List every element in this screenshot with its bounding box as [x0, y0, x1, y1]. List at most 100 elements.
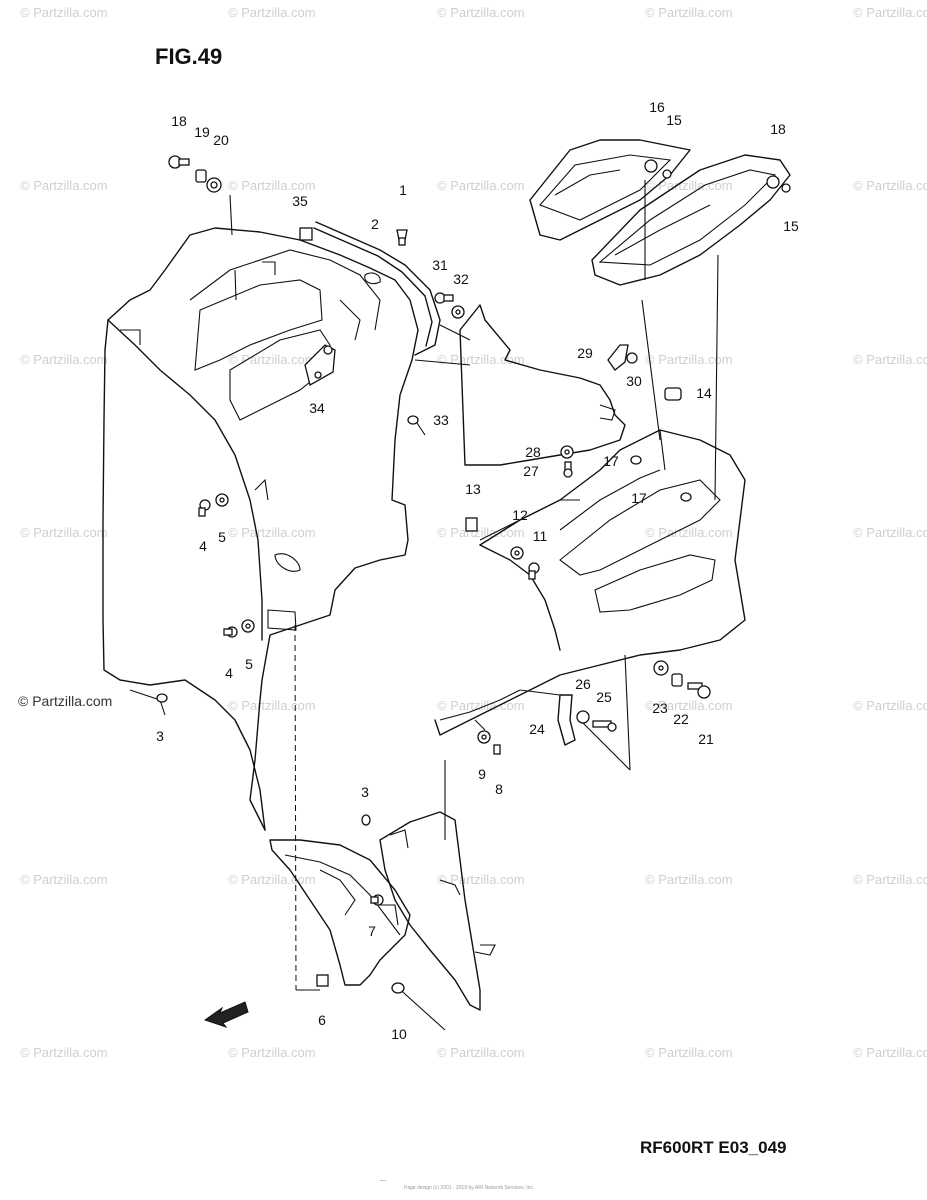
screw-27-icon — [563, 461, 573, 478]
fine-print: — — [380, 1178, 386, 1184]
callout-35: 35 — [292, 193, 308, 209]
watermark: © Partzilla.com — [437, 872, 525, 887]
watermark: © Partzilla.com — [228, 178, 316, 193]
watermark: © Partzilla.com — [20, 1045, 108, 1060]
diagram-reference-code: RF600RT E03_049 — [640, 1138, 787, 1157]
callout-5: 5 — [245, 656, 253, 672]
bracket-29-icon — [607, 344, 629, 371]
bracket-24 — [557, 694, 576, 746]
screw-4-icon — [198, 499, 211, 517]
watermark: © Partzilla.com — [853, 872, 927, 887]
upper-duct-panels — [529, 139, 791, 286]
grommet-18-icon — [766, 175, 780, 189]
callout-6: 6 — [318, 1012, 326, 1028]
grommet-5-icon — [215, 493, 229, 507]
watermark: © Partzilla.com — [437, 352, 525, 367]
callout-15: 15 — [783, 218, 799, 234]
bracket-34-icon — [304, 344, 336, 386]
clip-3-icon — [156, 693, 168, 703]
watermark: © Partzilla.com — [228, 1045, 316, 1060]
callout-3: 3 — [361, 784, 369, 800]
screw-15-icon — [662, 169, 672, 179]
center-inner-panel — [459, 304, 626, 466]
lower-left-panel — [269, 839, 411, 986]
watermark: © Partzilla.com — [853, 1045, 927, 1060]
bolt-18-icon — [168, 155, 190, 169]
screw-11-icon — [528, 562, 540, 580]
clip-33-icon — [407, 415, 419, 425]
screw-25-icon — [592, 720, 617, 732]
collar-22-icon — [671, 673, 683, 687]
figure-title: FIG.49 — [155, 44, 223, 69]
watermark: © Partzilla.com — [645, 178, 733, 193]
callout-10: 10 — [391, 1026, 407, 1042]
watermark: © Partzilla.com — [20, 352, 108, 367]
grommet-28-icon — [560, 445, 574, 459]
callout-4: 4 — [199, 538, 207, 554]
watermark: © Partzilla.com — [437, 178, 525, 193]
leader-lines — [129, 180, 719, 1031]
copyright-fine-print: Page design (c) 2001 - 2019 by ARI Netwo… — [404, 1185, 535, 1191]
grommet-12-icon — [510, 546, 524, 560]
watermark: © Partzilla.com — [228, 698, 316, 713]
callout-23: 23 — [652, 700, 668, 716]
watermark: © Partzilla.com — [645, 352, 733, 367]
clip-10-icon — [391, 982, 405, 994]
callout-18: 18 — [171, 113, 187, 129]
callout-25: 25 — [596, 689, 612, 705]
callout-24: 24 — [529, 721, 545, 737]
watermark: © Partzilla.com — [645, 5, 733, 20]
grommet-20-icon — [206, 177, 222, 193]
callout-20: 20 — [213, 132, 229, 148]
screw-7-icon — [370, 894, 384, 906]
callout-1: 1 — [399, 182, 407, 198]
callout-26: 26 — [575, 676, 591, 692]
callout-19: 19 — [194, 124, 210, 140]
callout-14: 14 — [696, 385, 712, 401]
collar-19-icon — [195, 169, 207, 183]
inner-trim-strip — [313, 221, 441, 356]
callout-34: 34 — [309, 400, 325, 416]
grommet-23-icon — [653, 660, 669, 676]
bolt-21-icon — [687, 682, 711, 699]
callout-8: 8 — [495, 781, 503, 797]
callout-29: 29 — [577, 345, 593, 361]
callout-31: 31 — [432, 257, 448, 273]
callout-17: 17 — [603, 453, 619, 469]
watermark: © Partzilla.com — [20, 5, 108, 20]
watermark: © Partzilla.com — [645, 698, 733, 713]
clip-3-icon — [361, 814, 371, 826]
callout-12: 12 — [512, 507, 528, 523]
callout-15: 15 — [666, 112, 682, 128]
callout-32: 32 — [453, 271, 469, 287]
grommet-16-icon — [644, 159, 658, 173]
grommet-5-icon — [241, 619, 255, 633]
callout-27: 27 — [523, 463, 539, 479]
watermark: © Partzilla.com — [20, 872, 108, 887]
nut-13-icon — [465, 517, 478, 532]
watermark: © Partzilla.com — [437, 1045, 525, 1060]
screw-1-icon — [396, 229, 408, 246]
watermark: © Partzilla.com — [853, 178, 927, 193]
grommet-9-icon — [477, 730, 491, 744]
watermark: © Partzilla.com — [853, 698, 927, 713]
screw-31-icon — [434, 292, 454, 304]
callout-18: 18 — [770, 121, 786, 137]
grommet-26-icon — [576, 710, 590, 724]
clip-17-icon — [680, 492, 692, 502]
left-side-cowling-panel — [102, 227, 419, 831]
watermark-emphasized: © Partzilla.com — [18, 693, 113, 709]
watermark: © Partzilla.com — [228, 5, 316, 20]
fasteners — [156, 155, 791, 994]
watermark: © Partzilla.com — [853, 525, 927, 540]
watermark: © Partzilla.com — [645, 1045, 733, 1060]
nut-35-icon — [299, 227, 313, 241]
watermark: © Partzilla.com — [20, 178, 108, 193]
callout-5: 5 — [218, 529, 226, 545]
grommet-14-icon — [664, 387, 682, 401]
callout-17: 17 — [631, 490, 647, 506]
callout-21: 21 — [698, 731, 714, 747]
lower-right-panel — [379, 811, 496, 1011]
